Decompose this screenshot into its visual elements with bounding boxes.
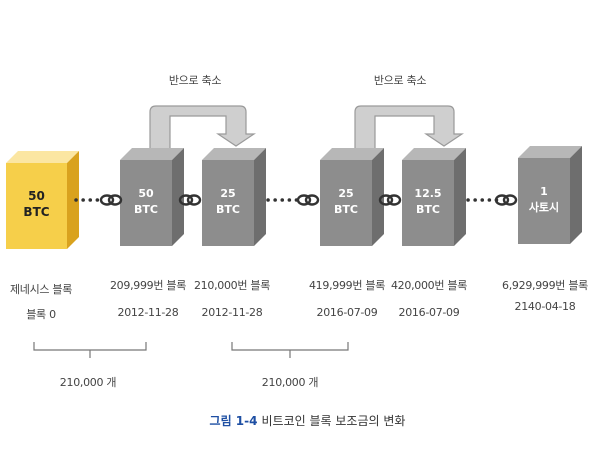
block-label-6929999: 6,929,999번 블록 bbox=[502, 277, 588, 293]
block-unit-b6929999: 사토시 bbox=[529, 200, 559, 214]
block-sublabel-genesis: 블록 0 bbox=[26, 306, 56, 322]
block-side-b420000 bbox=[454, 148, 466, 246]
brace-label-1: 210,000 개 bbox=[60, 374, 116, 390]
block-label-420000: 420,000번 블록 bbox=[391, 277, 467, 293]
block-date-420000: 2016-07-09 bbox=[399, 306, 460, 319]
block-date-419999: 2016-07-09 bbox=[317, 306, 378, 319]
block-label-209999: 209,999번 블록 bbox=[110, 277, 186, 293]
block-value-b209999: 50 bbox=[138, 187, 154, 200]
halving-arrow-2 bbox=[355, 106, 462, 150]
figure-caption-text: 비트코인 블록 보조금의 변화 bbox=[262, 414, 406, 428]
block-unit-b210000: BTC bbox=[216, 203, 240, 216]
block-label-210000: 210,000번 블록 bbox=[194, 277, 270, 293]
block-side-b6929999 bbox=[570, 146, 582, 244]
figure-caption: 그림 1-4 비트코인 블록 보조금의 변화 bbox=[0, 412, 615, 429]
block-value-b420000: 12.5 bbox=[414, 187, 441, 200]
brace-label-2: 210,000 개 bbox=[262, 374, 318, 390]
block-label-419999: 419,999번 블록 bbox=[309, 277, 385, 293]
halving-label-2: 반으로 축소 bbox=[374, 72, 426, 88]
block-value-b419999: 25 bbox=[338, 187, 353, 200]
chain-link-icon-3 bbox=[298, 196, 318, 205]
block-value-b6929999: 1 bbox=[540, 185, 548, 198]
block-unit-b420000: BTC bbox=[416, 203, 440, 216]
block-value-genesis: 50 bbox=[28, 189, 45, 203]
block-label-genesis: 제네시스 블록 bbox=[10, 281, 72, 297]
block-top-genesis bbox=[6, 151, 79, 163]
range-brace-1 bbox=[34, 342, 146, 358]
block-date-210000: 2012-11-28 bbox=[202, 306, 263, 319]
range-brace-2 bbox=[232, 342, 348, 358]
halving-arrow-1 bbox=[150, 106, 254, 150]
figure-number: 그림 1-4 bbox=[210, 414, 258, 428]
block-date-6929999: 2140-04-18 bbox=[515, 300, 576, 313]
block-unit-b209999: BTC bbox=[134, 203, 158, 216]
block-unit-genesis: BTC bbox=[23, 205, 49, 219]
block-date-209999: 2012-11-28 bbox=[118, 306, 179, 319]
chain-link-icon-5 bbox=[496, 196, 516, 205]
block-side-b210000 bbox=[254, 148, 266, 246]
block-value-b210000: 25 bbox=[220, 187, 235, 200]
block-unit-b419999: BTC bbox=[334, 203, 358, 216]
halving-label-1: 반으로 축소 bbox=[169, 72, 221, 88]
